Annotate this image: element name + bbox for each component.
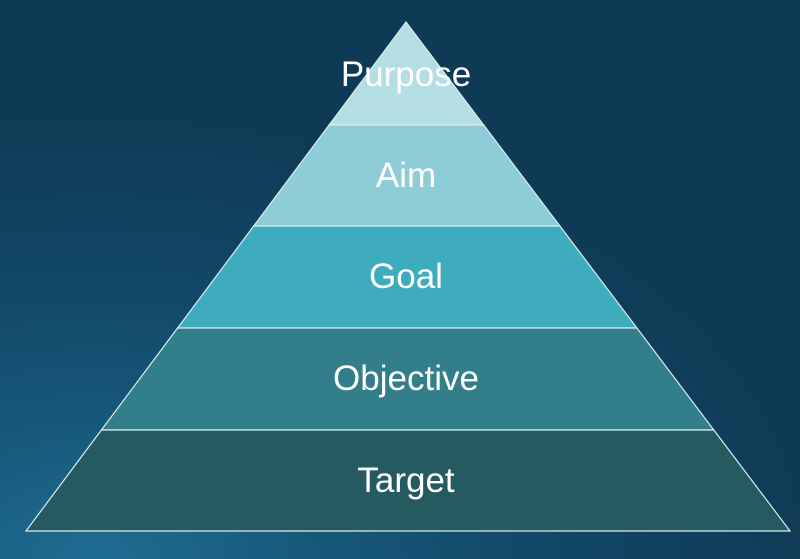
tier-label-aim: Aim (376, 156, 436, 195)
tier-label-goal: Goal (369, 257, 443, 296)
tier-label-target: Target (357, 461, 455, 500)
pyramid-tier-target (24, 429, 792, 532)
tier-label-objective: Objective (333, 359, 479, 398)
tier-label-purpose: Purpose (341, 55, 471, 94)
